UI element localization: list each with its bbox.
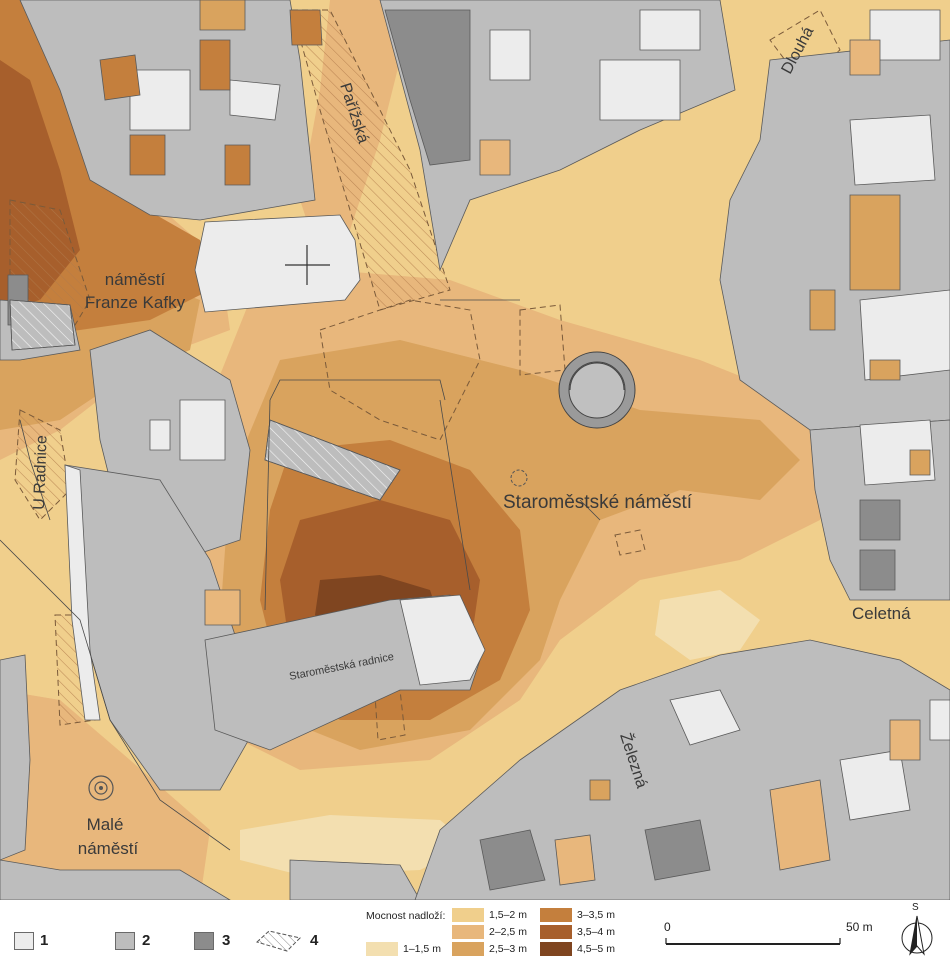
legend-label-3-5-4m: 3,5–4 m xyxy=(577,926,615,938)
hatched-area xyxy=(769,9,841,81)
building xyxy=(229,79,281,121)
legend-thickness-title: Mocnost nadloží: xyxy=(366,910,446,922)
building xyxy=(589,779,611,801)
place-label-male-1: Malé xyxy=(87,815,124,834)
place-label-staromestske: Staroměstské náměstí xyxy=(503,492,693,513)
scale-bar xyxy=(665,938,841,945)
legend-swatch-3-3-5m xyxy=(540,908,572,922)
building xyxy=(384,9,471,166)
building xyxy=(599,59,681,121)
zone-2-2-5m xyxy=(0,690,210,900)
hatched-area xyxy=(374,689,406,741)
building xyxy=(199,0,246,31)
legend-label-4-5-5m: 4,5–5 m xyxy=(577,943,615,955)
scale-end-label: 50 m xyxy=(846,920,873,934)
building xyxy=(554,834,596,886)
monument-icon xyxy=(558,351,636,429)
building xyxy=(64,464,101,721)
legend-label-2-5-3m: 2,5–3 m xyxy=(489,943,527,955)
building xyxy=(479,139,511,176)
building xyxy=(859,499,901,541)
building xyxy=(849,194,901,291)
building xyxy=(129,134,166,176)
street-label-celetna: Celetná xyxy=(852,604,911,623)
building-block xyxy=(289,859,421,900)
north-arrow-letter: S xyxy=(912,902,919,913)
legend-label-1-5-2m: 1,5–2 m xyxy=(489,909,527,921)
hatched-building xyxy=(264,419,401,501)
legend-category-3-swatch xyxy=(194,932,214,950)
place-label-kafka-2: Franze Kafky xyxy=(85,293,186,312)
legend-category-2-label: 2 xyxy=(142,932,151,949)
legend-swatch-3-5-4m xyxy=(540,925,572,939)
building xyxy=(204,589,241,626)
building xyxy=(479,829,546,891)
legend-category-3-label: 3 xyxy=(222,932,231,949)
legend-swatch-2-2-5m xyxy=(452,925,484,939)
hatched-area xyxy=(291,9,451,311)
hatched-area xyxy=(319,299,481,441)
legend-swatch-1-1-5m xyxy=(366,942,398,956)
building xyxy=(839,749,911,821)
hatched-building xyxy=(9,299,76,351)
building xyxy=(929,699,950,741)
building xyxy=(644,819,711,881)
legend-swatch-1-5-2m xyxy=(452,908,484,922)
legend-label-3-3-5m: 3–3,5 m xyxy=(577,909,615,921)
place-label-kafka-1: náměstí xyxy=(105,270,166,289)
building xyxy=(809,289,836,331)
place-label-male-2: náměstí xyxy=(78,839,139,858)
legend-swatch-2-5-3m xyxy=(452,942,484,956)
overburden-map: Pařížská Dlouhá U Radnice Celetná Železn… xyxy=(0,0,950,900)
building-block xyxy=(0,654,31,861)
building xyxy=(859,549,896,591)
well-icon xyxy=(510,469,528,487)
street-outlines xyxy=(0,299,601,851)
legend-category-1-swatch xyxy=(14,932,34,950)
building xyxy=(489,29,531,81)
building xyxy=(769,779,831,871)
hatched-area xyxy=(14,409,71,521)
church xyxy=(194,214,361,313)
building xyxy=(849,39,881,76)
buildings xyxy=(0,0,950,900)
zone-1-1-5m xyxy=(655,590,760,660)
legend-category-4-label: 4 xyxy=(310,932,319,949)
building xyxy=(179,399,226,461)
building xyxy=(99,54,141,101)
street-label-u-radnice: U Radnice xyxy=(31,435,51,510)
building xyxy=(889,719,921,761)
building-block xyxy=(0,859,231,900)
legend: 1 2 3 4 Mocnost nadloží: 1–1,5 m 1,5–2 m… xyxy=(0,900,950,965)
building xyxy=(149,419,171,451)
legend-category-2-swatch xyxy=(115,932,135,950)
legend-category-4-swatch xyxy=(256,930,301,952)
cross-icon xyxy=(285,245,330,285)
building xyxy=(639,9,701,51)
north-arrow-icon xyxy=(901,915,933,956)
scale-start-label: 0 xyxy=(664,920,671,934)
building xyxy=(869,9,941,61)
legend-label-2-2-5m: 2–2,5 m xyxy=(489,926,527,938)
building xyxy=(289,9,323,46)
building xyxy=(669,689,741,746)
building xyxy=(224,144,251,186)
legend-label-1-1-5m: 1–1,5 m xyxy=(403,943,441,955)
building xyxy=(869,359,901,381)
building xyxy=(199,39,231,91)
legend-category-1-label: 1 xyxy=(40,932,49,949)
legend-swatch-4-5-5m xyxy=(540,942,572,956)
building xyxy=(129,69,191,131)
well-icon xyxy=(88,775,114,801)
building xyxy=(909,449,931,476)
building xyxy=(849,114,936,186)
building xyxy=(859,289,950,381)
building xyxy=(399,594,486,686)
